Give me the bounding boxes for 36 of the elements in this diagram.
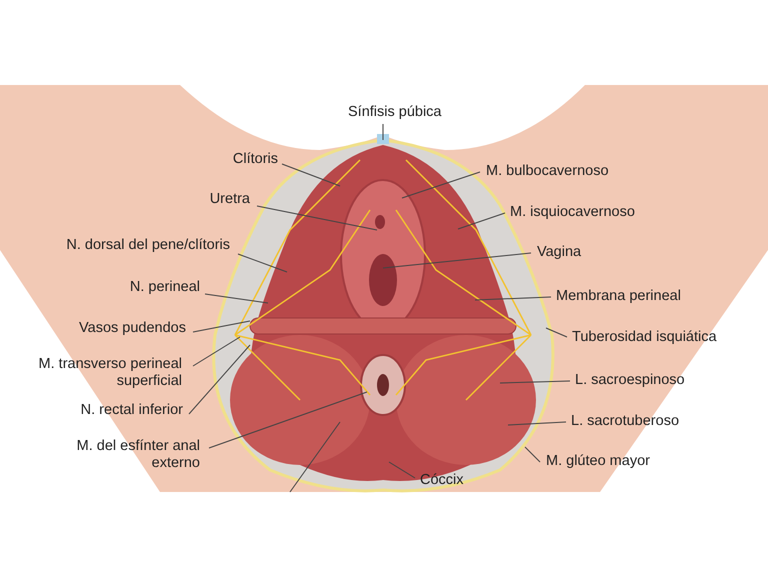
leader-line: [500, 380, 570, 384]
part-label: Uretra: [210, 191, 250, 208]
leader-line: [546, 328, 568, 338]
leader-line: [388, 462, 416, 478]
part-label: L. sacrotuberoso: [571, 413, 680, 430]
part-label: Vasos pudendos: [79, 320, 186, 337]
part-label: M. bulbocavernoso: [486, 163, 609, 180]
part-label: Cóccix: [420, 472, 464, 489]
leader-line: [474, 296, 552, 300]
leader-line: [238, 254, 288, 272]
leader-line: [382, 124, 384, 140]
leader-line: [208, 392, 368, 448]
leader-line: [282, 164, 340, 186]
part-label: M. transverso perineal superficial: [0, 356, 182, 390]
part-label: L. sacroespinoso: [575, 372, 685, 389]
leader-line: [192, 336, 240, 366]
part-label: N. rectal inferior: [80, 402, 183, 419]
leader-line: [188, 344, 250, 414]
part-label: Vagina: [537, 244, 582, 261]
part-label: M. isquiocavernoso: [510, 204, 635, 221]
leader-line: [508, 422, 566, 426]
part-label: M. del esfínter anal externo: [70, 438, 200, 472]
part-label: N. perineal: [130, 279, 200, 296]
part-label: M. glúteo mayor: [546, 453, 650, 470]
part-label: Membrana perineal: [556, 288, 681, 305]
part-label: Tuberosidad isquiática: [572, 329, 717, 346]
leader-line: [382, 252, 532, 268]
leader-line: [458, 212, 506, 230]
part-label: Clítoris: [232, 151, 278, 168]
leader-line: [524, 446, 540, 462]
leader-line: [256, 206, 378, 230]
leader-line: [192, 320, 250, 332]
leader-line: [402, 172, 480, 198]
part-label: Sínfisis púbica: [348, 104, 442, 121]
part-label: N. dorsal del pene/clítoris: [66, 237, 230, 254]
leader-line: [204, 294, 268, 304]
